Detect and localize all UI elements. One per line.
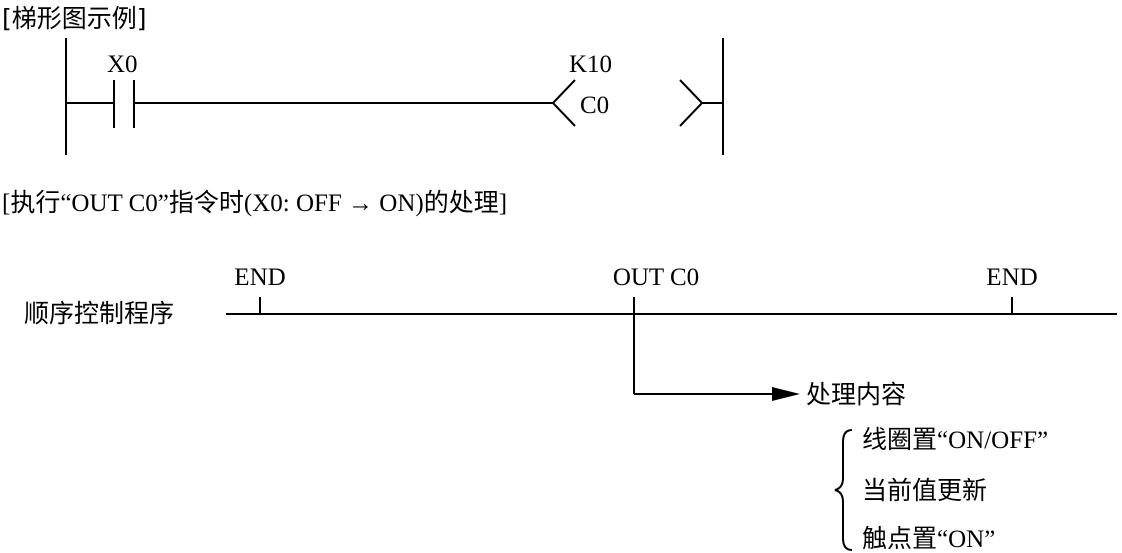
step-2: 当前值更新 xyxy=(862,477,987,505)
contact-label: X0 xyxy=(107,51,138,78)
processing-arrow xyxy=(633,314,800,401)
out-marker: OUT C0 xyxy=(613,264,699,291)
set-value-label: K10 xyxy=(569,51,612,78)
counter-coil-c0 xyxy=(551,79,723,127)
processing-section-title: [执行“OUT C0”指令时(X0: OFF → ON)的处理] xyxy=(2,189,507,217)
coil-label: C0 xyxy=(580,92,609,119)
step-1: 线圈置“ON/OFF” xyxy=(862,426,1048,454)
steps-brace xyxy=(834,429,853,551)
end-marker-2: END xyxy=(986,264,1037,291)
ladder-section-title: [梯形图示例] xyxy=(2,4,147,33)
program-label: 顺序控制程序 xyxy=(24,299,174,328)
contact-x0 xyxy=(66,80,553,128)
processing-content-label: 处理内容 xyxy=(806,380,906,409)
end-marker-1: END xyxy=(234,264,285,291)
step-3: 触点置“ON” xyxy=(862,525,995,553)
